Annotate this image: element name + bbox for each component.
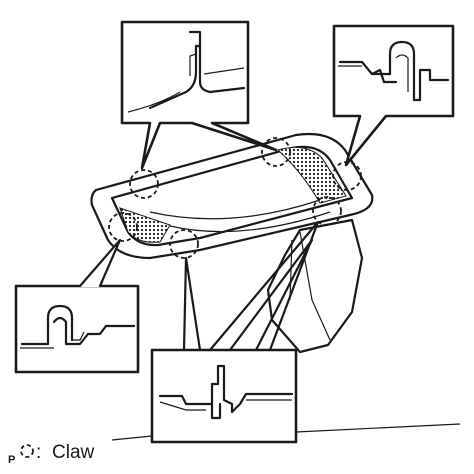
detail-callout-top-center xyxy=(120,20,278,170)
legend-symbol-colon: : xyxy=(36,442,41,463)
claw-marker-bottom xyxy=(169,229,199,259)
baseline-rule-right xyxy=(295,423,461,433)
component-body xyxy=(90,132,374,354)
claw-legend-icon xyxy=(20,444,34,458)
detail-callout-top-right xyxy=(332,24,455,167)
claw-marker-top-left xyxy=(129,169,159,199)
legend-label: Claw xyxy=(52,442,95,463)
detail-callout-bottom xyxy=(150,220,320,444)
figure-id: P xyxy=(8,454,15,466)
claw-marker-top-right xyxy=(261,137,291,167)
claw-marker-bottom-right xyxy=(312,196,342,226)
baseline-rule xyxy=(111,435,153,441)
detail-callout-left xyxy=(14,238,140,374)
legend: P : Claw xyxy=(8,442,95,466)
claw-marker-left xyxy=(108,212,138,242)
